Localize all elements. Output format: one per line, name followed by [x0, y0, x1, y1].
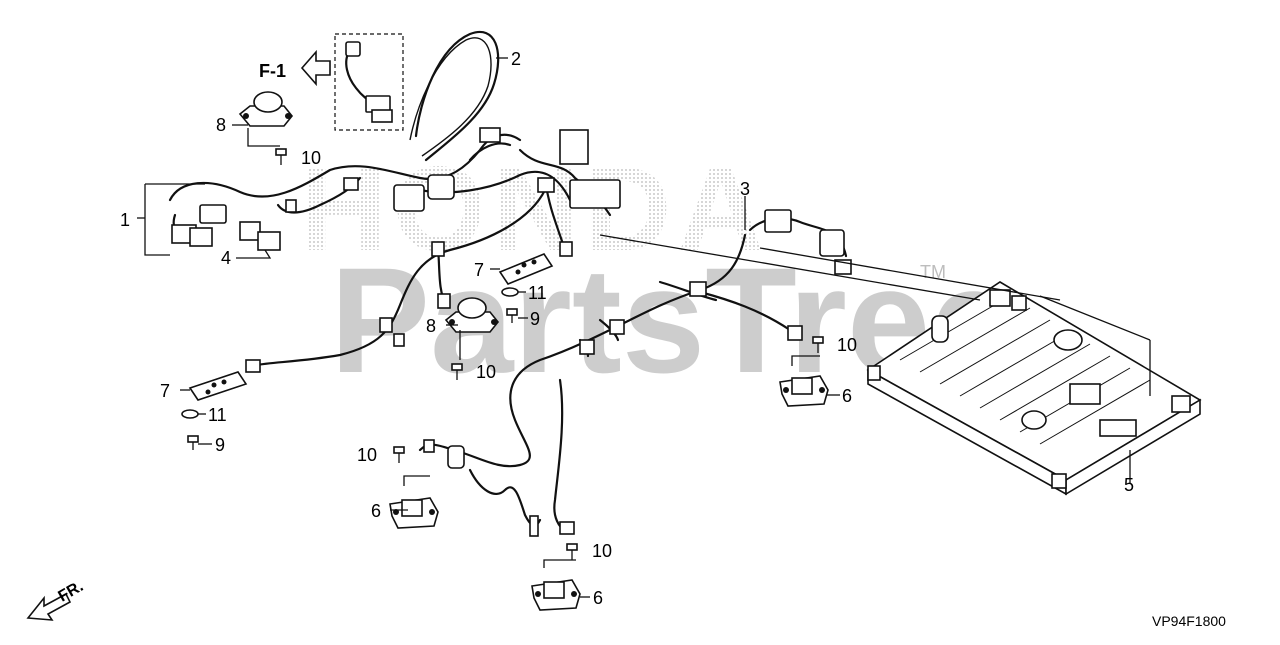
watermark: HONDA PartsTree TM [300, 142, 1014, 404]
callout-6c: 6 [593, 588, 603, 608]
callout-9b: 9 [215, 435, 225, 455]
callout-10e: 10 [592, 541, 612, 561]
reference-arrow-icon [300, 49, 331, 87]
callout-11b: 11 [208, 405, 227, 425]
callout-9a: 9 [530, 309, 540, 329]
fasteners [181, 148, 824, 560]
callout-7a: 7 [474, 260, 484, 280]
callout-4: 4 [221, 248, 231, 268]
reference-f1: F-1 [259, 49, 331, 87]
leader-lines [137, 57, 1151, 598]
inset-box [334, 33, 404, 131]
figure-code: VP94F1800 [1152, 613, 1226, 629]
callout-11a: 11 [528, 283, 547, 303]
callout-2: 2 [511, 49, 521, 69]
callout-10a: 10 [301, 148, 321, 168]
callout-8a: 8 [216, 115, 226, 135]
sensors [238, 91, 829, 611]
callout-10b: 10 [476, 362, 496, 382]
callout-8b: 8 [426, 316, 436, 336]
front-arrow-icon [26, 592, 72, 621]
callout-numbers: 1 2 3 4 5 6 6 6 7 7 8 8 9 9 10 10 10 10 … [120, 49, 1134, 608]
harness-connectors [171, 127, 852, 537]
callout-6a: 6 [842, 386, 852, 406]
control-board [866, 281, 1202, 496]
reference-label: F-1 [259, 61, 286, 81]
callout-10d: 10 [357, 445, 377, 465]
callout-3: 3 [740, 179, 750, 199]
callout-10c: 10 [837, 335, 857, 355]
callout-7b: 7 [160, 381, 170, 401]
callout-5: 5 [1124, 475, 1134, 495]
front-direction: FR. [26, 578, 86, 621]
callout-6b: 6 [371, 501, 381, 521]
callout-1: 1 [120, 210, 130, 230]
mounting-plates [188, 253, 554, 401]
